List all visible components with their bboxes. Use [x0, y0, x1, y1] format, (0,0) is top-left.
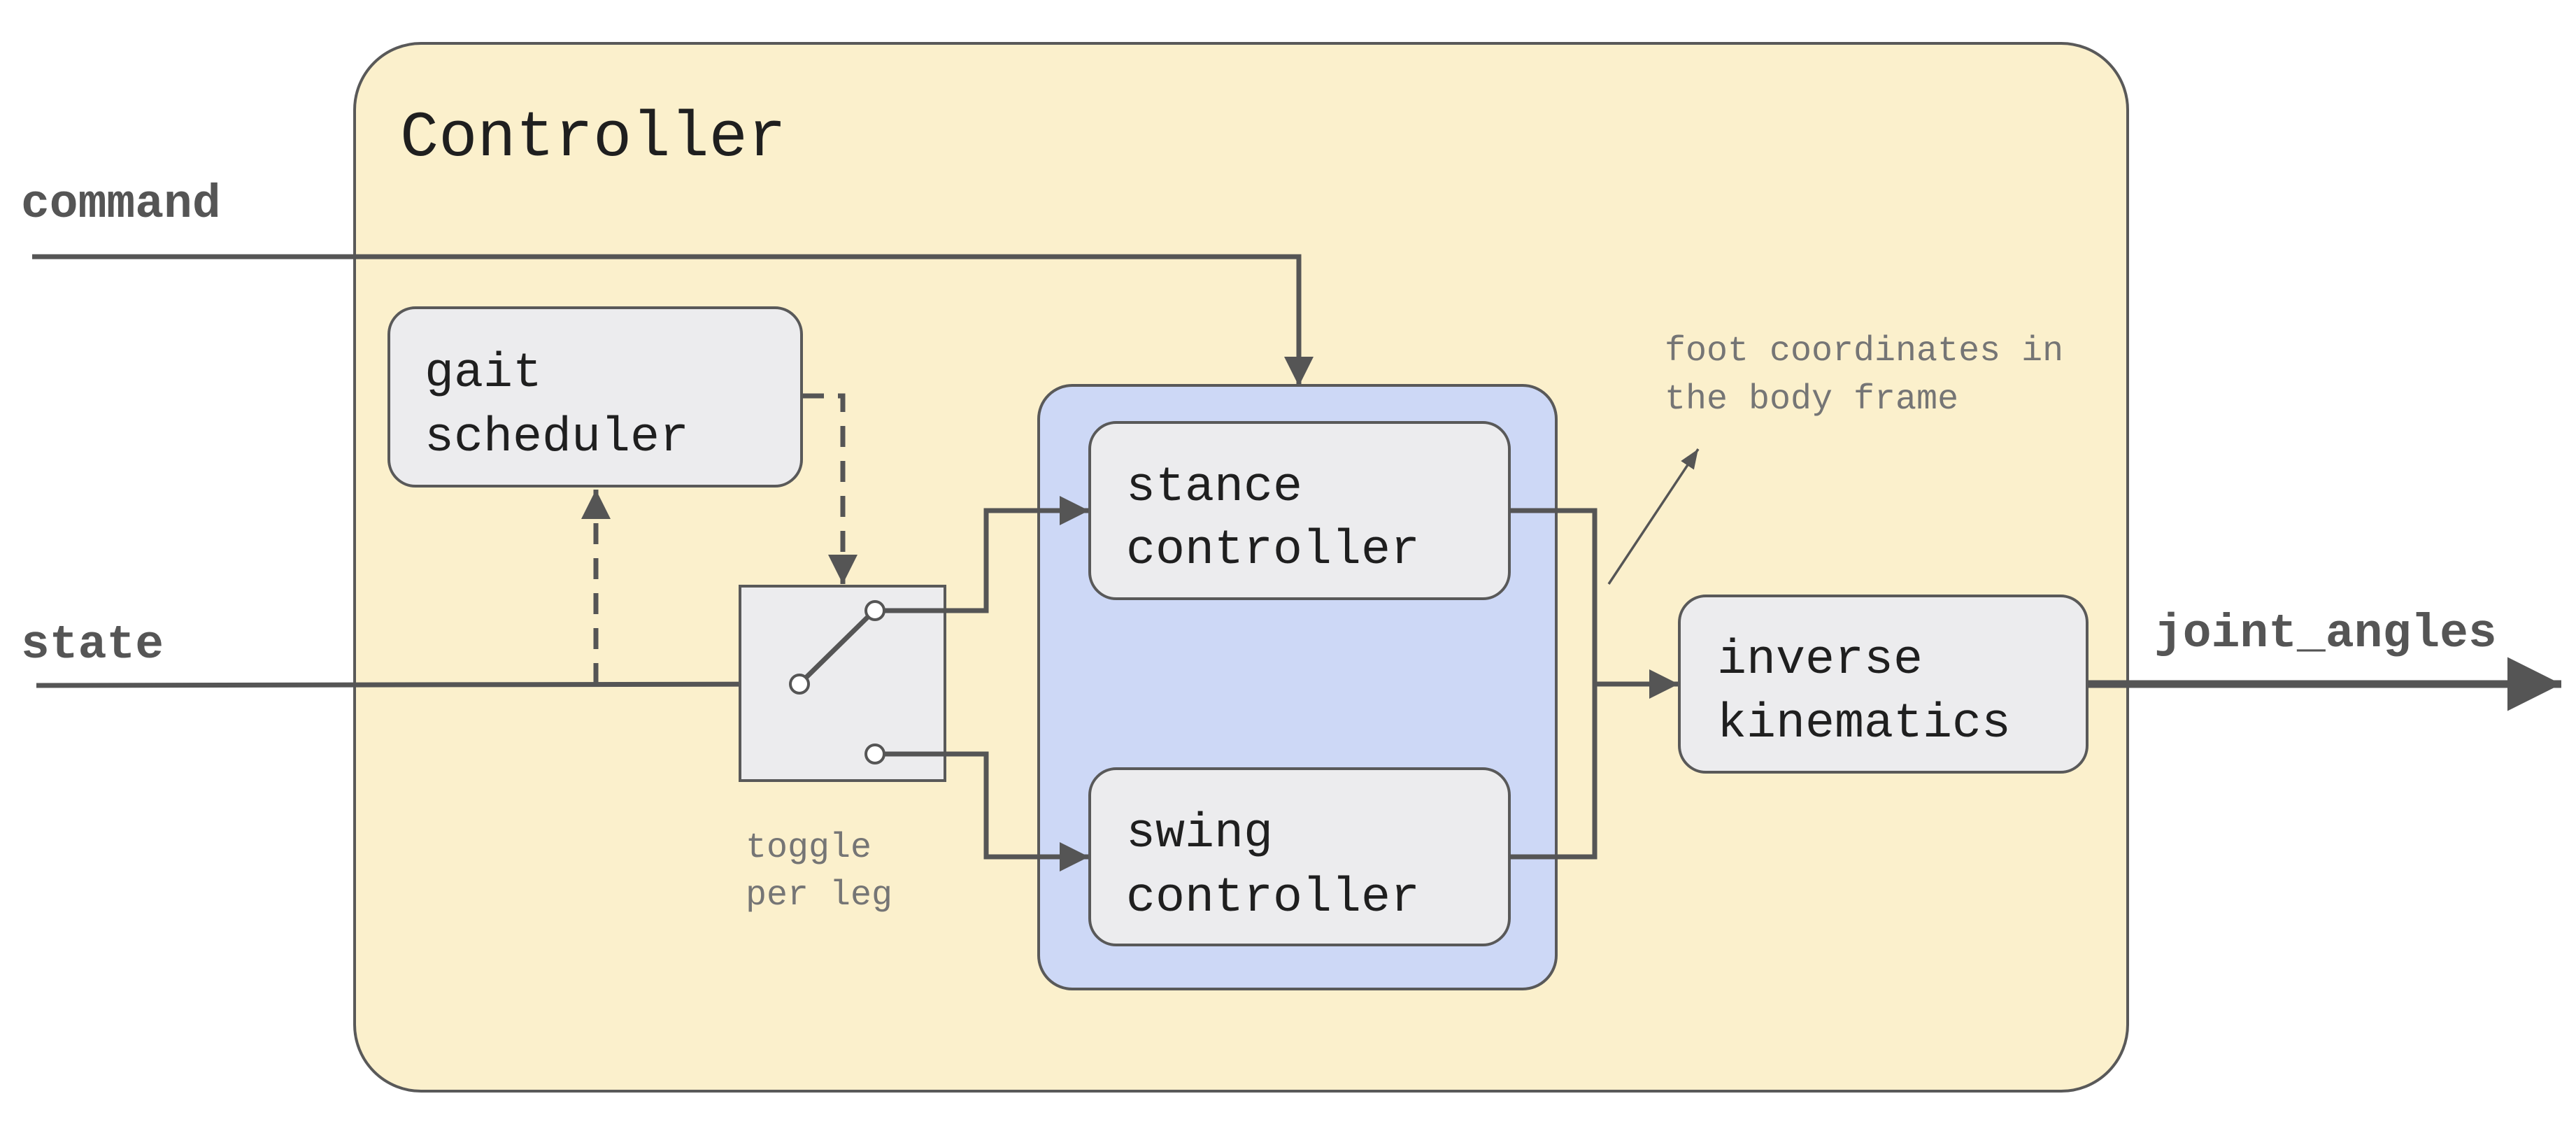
state-label: state — [21, 618, 164, 672]
stance-output-line — [1509, 508, 1597, 684]
switch-contact-top — [864, 600, 885, 621]
command-label: command — [21, 178, 221, 232]
gait-to-switch-arrow — [803, 393, 858, 584]
switch-to-stance-arrow — [884, 496, 1089, 613]
controller-title: Controller — [400, 101, 786, 175]
gait-scheduler-label: gait scheduler — [425, 346, 689, 466]
command-arrow — [32, 254, 1314, 386]
switch-lever — [799, 609, 876, 685]
swing-controller-label: swing controller — [1126, 806, 1420, 926]
switch-to-swing-arrow — [884, 751, 1089, 872]
switch-contact-bottom — [864, 744, 885, 764]
toggle-per-leg-note: toggle per leg — [746, 828, 892, 916]
joint-angles-label: joint_angles — [2154, 607, 2497, 661]
foot-coordinates-note: foot coordinates in the body frame — [1665, 332, 2084, 420]
gait-scheduler-block — [387, 306, 803, 488]
leg-toggle-switch — [739, 585, 946, 782]
switch-pivot — [789, 674, 810, 695]
foot-coordinates-pointer — [1607, 448, 1700, 585]
inverse-kinematics-block — [1678, 595, 2088, 774]
state-arrow — [36, 669, 798, 699]
swing-output-line — [1509, 684, 1597, 860]
inverse-kinematics-label: inverse kinematics — [1717, 633, 2011, 752]
stance-controller-label: stance controller — [1126, 460, 1420, 578]
